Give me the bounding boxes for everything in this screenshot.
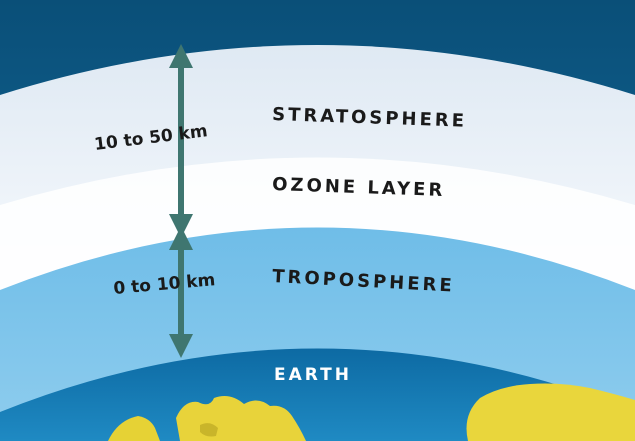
land-mass-left	[108, 416, 160, 441]
earth-label: EARTH	[274, 365, 352, 385]
land-mass-right	[466, 383, 635, 441]
land-masses	[108, 383, 635, 441]
land-mass-center-detail	[200, 423, 218, 437]
